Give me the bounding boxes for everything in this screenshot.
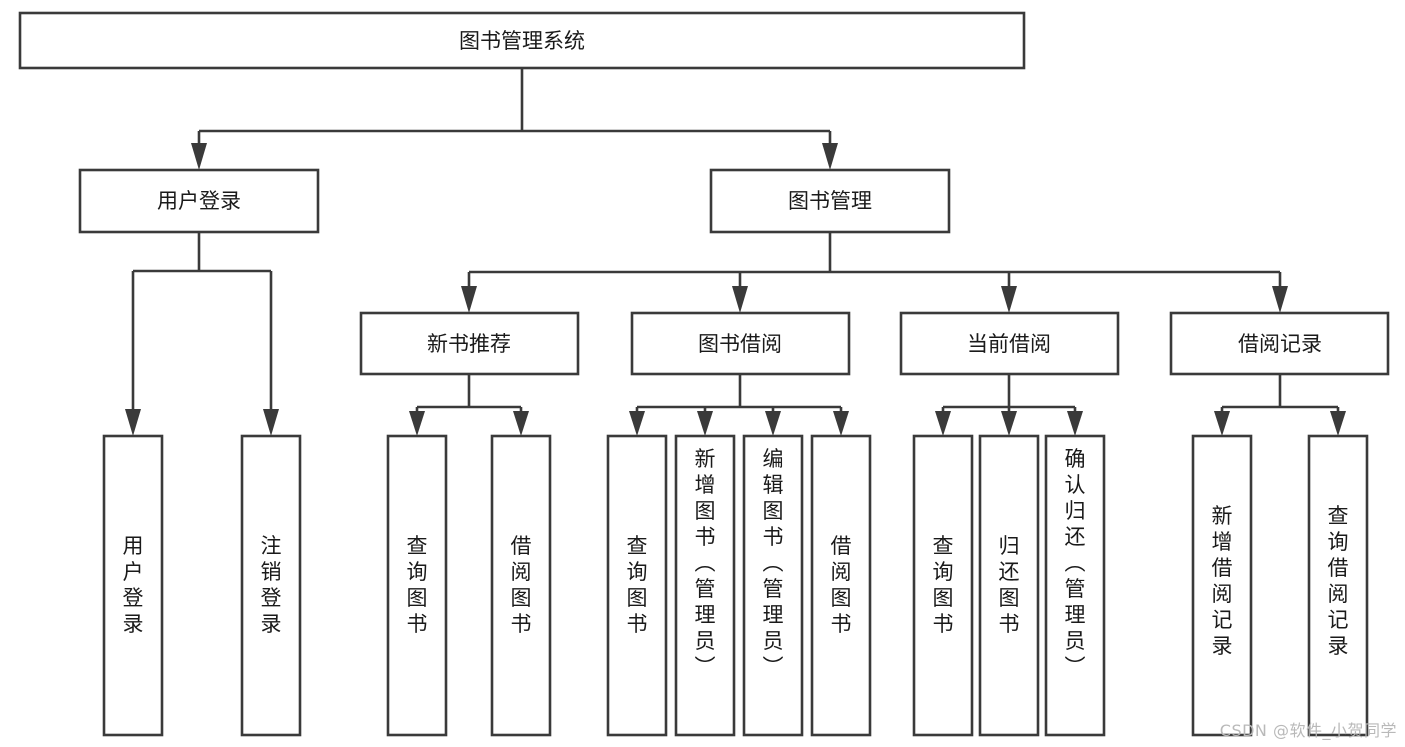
node-borrow-record[interactable]: 借阅记录 [1169, 311, 1390, 376]
leaf-add-record[interactable]: 新增借阅记录 [1191, 434, 1253, 737]
arrow-to-borrow-record [1272, 286, 1288, 313]
leaf-query-book-3-label: 查询图书 [933, 534, 954, 636]
node-book-borrow[interactable]: 图书借阅 [630, 311, 851, 376]
leaf-query-book-1[interactable]: 查询图书 [386, 434, 448, 737]
node-current-borrow[interactable]: 当前借阅 [899, 311, 1120, 376]
node-root-box[interactable] [18, 11, 1026, 70]
leaf-query-book-2-label: 查询图书 [627, 534, 648, 636]
connector-layer [125, 68, 1346, 436]
leaf-logout-login[interactable]: 注销登录 [240, 434, 302, 737]
leaf-user-login-label: 用户登录 [123, 534, 144, 636]
leaf-add-book[interactable]: 新增图书︵管理员︶ [674, 434, 736, 737]
leaf-logout-login-box[interactable] [240, 434, 302, 737]
leaf-query-book-3-box[interactable] [912, 434, 974, 737]
leaf-add-book-box[interactable] [674, 434, 736, 737]
leaf-borrow-book-2-box[interactable] [810, 434, 872, 737]
arrow-leaf-edit-book [765, 411, 781, 436]
leaf-confirm-return-label: 确认归还︵管理员︶ [1065, 447, 1086, 679]
arrow-leaf-user-login [125, 409, 141, 436]
arrow-to-book-manage [822, 143, 838, 170]
arrow-leaf-add-book [697, 411, 713, 436]
leaf-query-book-2[interactable]: 查询图书 [606, 434, 668, 737]
node-book-borrow-box[interactable] [630, 311, 851, 376]
leaf-edit-book[interactable]: 编辑图书︵管理员︶ [742, 434, 804, 737]
node-user-login-label: 用户登录 [157, 189, 241, 213]
node-borrow-record-label: 借阅记录 [1238, 332, 1322, 356]
csdn-watermark: CSDN @软件_小贺同学 [1219, 721, 1397, 740]
node-book-manage[interactable]: 图书管理 [709, 168, 951, 234]
leaf-borrow-book-1[interactable]: 借阅图书 [490, 434, 552, 737]
node-user-login[interactable]: 用户登录 [78, 168, 320, 234]
node-new-book-recommend-label: 新书推荐 [427, 332, 511, 356]
leaf-edit-book-box[interactable] [742, 434, 804, 737]
node-book-manage-box[interactable] [709, 168, 951, 234]
arrow-to-new-book [461, 286, 477, 313]
node-new-book-recommend[interactable]: 新书推荐 [359, 311, 580, 376]
node-borrow-record-box[interactable] [1169, 311, 1390, 376]
arrow-leaf-borrow-book-1 [513, 411, 529, 436]
leaf-query-book-2-box[interactable] [606, 434, 668, 737]
arrow-leaf-add-record [1214, 411, 1230, 436]
leaf-user-login[interactable]: 用户登录 [102, 434, 164, 737]
leaf-borrow-book-2[interactable]: 借阅图书 [810, 434, 872, 737]
arrow-leaf-logout-login [263, 409, 279, 436]
arrow-leaf-query-record [1330, 411, 1346, 436]
arrow-leaf-borrow-book-2 [833, 411, 849, 436]
node-root-label: 图书管理系统 [459, 29, 585, 53]
leaf-return-book[interactable]: 归还图书 [978, 434, 1040, 737]
leaf-add-record-label: 新增借阅记录 [1212, 504, 1233, 658]
leaf-borrow-book-1-label: 借阅图书 [511, 534, 532, 636]
leaf-return-book-label: 归还图书 [999, 534, 1020, 636]
arrow-to-current-borrow [1001, 286, 1017, 313]
leaf-query-record-label: 查询借阅记录 [1328, 504, 1349, 658]
arrow-leaf-confirm-return [1067, 411, 1083, 436]
leaf-edit-book-label: 编辑图书︵管理员︶ [763, 447, 784, 679]
leaf-add-book-label: 新增图书︵管理员︶ [695, 447, 716, 679]
node-user-login-box[interactable] [78, 168, 320, 234]
leaf-borrow-book-1-box[interactable] [490, 434, 552, 737]
leaf-logout-login-label: 注销登录 [261, 534, 282, 636]
leaf-query-book-1-label: 查询图书 [407, 534, 428, 636]
leaf-return-book-box[interactable] [978, 434, 1040, 737]
node-new-book-recommend-box[interactable] [359, 311, 580, 376]
arrow-leaf-return-book [1001, 411, 1017, 436]
leaf-query-record[interactable]: 查询借阅记录 [1307, 434, 1369, 737]
leaf-query-record-box[interactable] [1307, 434, 1369, 737]
leaf-query-book-3[interactable]: 查询图书 [912, 434, 974, 737]
node-current-borrow-box[interactable] [899, 311, 1120, 376]
node-book-borrow-label: 图书借阅 [698, 332, 782, 356]
arrow-to-user-login [191, 143, 207, 170]
leaf-query-book-1-box[interactable] [386, 434, 448, 737]
leaf-borrow-book-2-label: 借阅图书 [831, 534, 852, 636]
node-current-borrow-label: 当前借阅 [967, 332, 1051, 356]
leaf-confirm-return[interactable]: 确认归还︵管理员︶ [1044, 434, 1106, 737]
node-book-manage-label: 图书管理 [788, 189, 872, 213]
node-root[interactable]: 图书管理系统 [18, 11, 1026, 70]
arrow-leaf-query-book-1 [409, 411, 425, 436]
leaf-confirm-return-box[interactable] [1044, 434, 1106, 737]
arrow-leaf-query-book-2 [629, 411, 645, 436]
leaf-add-record-box[interactable] [1191, 434, 1253, 737]
arrow-to-book-borrow [732, 286, 748, 313]
arrow-leaf-query-book-3 [935, 411, 951, 436]
leaf-user-login-box[interactable] [102, 434, 164, 737]
